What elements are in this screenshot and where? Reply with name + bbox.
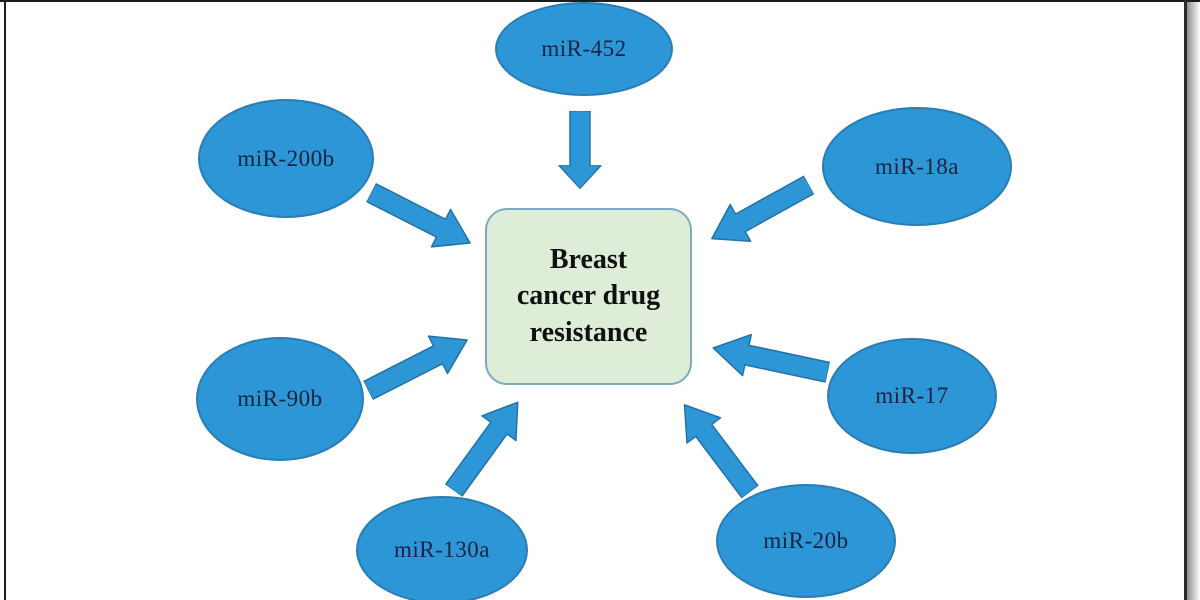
node-label: miR-17 [875, 383, 949, 408]
arrow-mir-200b-to-center-icon [361, 173, 481, 263]
node-label: miR-18a [875, 153, 959, 179]
center-box-line: resistance [529, 316, 648, 348]
node-label: miR-200b [237, 145, 335, 171]
node-label: miR-130a [394, 537, 490, 562]
node-label: miR-452 [541, 36, 627, 61]
center-box-breast-cancer-drug-resistance: Breast cancer drug resistance [485, 208, 692, 385]
node-mir-130a: miR-130a [356, 496, 528, 600]
page-border-right [1184, 0, 1187, 600]
node-mir-90b: miR-90b [196, 337, 364, 461]
node-mir-17: miR-17 [827, 338, 997, 454]
page-border-left [4, 0, 6, 600]
node-label: miR-20b [763, 528, 849, 553]
node-mir-18a: miR-18a [822, 107, 1012, 226]
center-box-line: cancer drug [516, 280, 661, 312]
arrow-mir-17-to-center-icon [708, 326, 833, 394]
center-box-line: Breast [549, 243, 628, 275]
node-mir-200b: miR-200b [198, 99, 374, 218]
node-mir-20b: miR-20b [716, 484, 896, 598]
arrow-mir-18a-to-center-icon [700, 166, 819, 259]
node-mir-452: miR-452 [495, 2, 673, 96]
arrow-mir-130a-to-center-icon [436, 389, 536, 504]
page-border-top [0, 0, 1200, 2]
node-label: miR-90b [237, 386, 323, 411]
page-edge-shadow [1187, 0, 1200, 600]
arrow-mir-452-to-center-icon [558, 111, 602, 189]
arrow-mir-20b-to-center-icon [666, 391, 767, 505]
arrow-mir-90b-to-center-icon [358, 320, 478, 410]
